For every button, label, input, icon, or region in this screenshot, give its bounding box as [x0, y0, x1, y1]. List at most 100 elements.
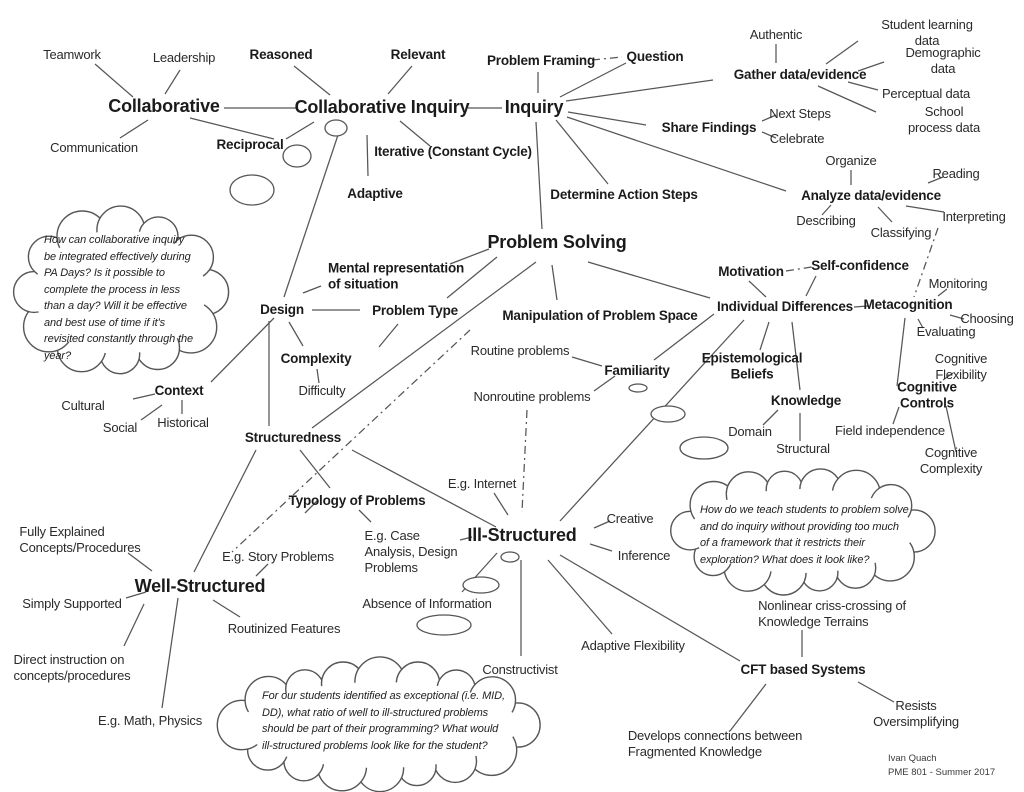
node-demographic-data: Demographic data [905, 45, 981, 76]
node-inquiry: Inquiry [504, 97, 564, 118]
connector-line [351, 449, 497, 528]
node-inference: Inference [617, 548, 671, 564]
edge-lines [94, 40, 965, 732]
connector-line [212, 599, 241, 618]
author-name: Ivan Quach [888, 753, 937, 764]
node-adaptive: Adaptive [347, 185, 403, 201]
connector-line [565, 79, 714, 102]
connector-line [896, 317, 906, 387]
node-nonroutine-problems: Nonroutine problems [473, 389, 591, 405]
connector-line [653, 313, 715, 361]
connector-line [761, 131, 777, 139]
connector-line [210, 317, 275, 383]
connector-line [927, 176, 944, 184]
node-domain: Domain [728, 424, 772, 440]
thought-cloud [216, 656, 541, 792]
connector-line [587, 261, 711, 299]
thought-cloud [670, 468, 936, 596]
node-ill-structured: Ill-Structured [467, 525, 577, 546]
node-develops-connections: Develops connections between Fragmented … [627, 728, 803, 759]
node-nonlinear-crisscrossing: Nonlinear criss-crossing of Knowledge Te… [758, 598, 906, 629]
node-social: Social [102, 420, 138, 436]
node-analyze-data-evidence: Analyze data/evidence [801, 187, 941, 203]
connector-line [949, 314, 965, 320]
connector-line [255, 563, 269, 577]
node-teamwork: Teamwork [43, 47, 101, 63]
connector-line [140, 404, 163, 421]
thought-bubble [650, 405, 686, 423]
node-context: Context [154, 382, 204, 398]
connector-line [748, 280, 767, 298]
node-knowledge: Knowledge [770, 392, 842, 408]
connector-line [387, 65, 413, 95]
node-typology-of-problems: Typology of Problems [288, 492, 426, 508]
connector-line [123, 603, 145, 647]
connector-line [593, 520, 611, 529]
connector-line [459, 536, 473, 541]
node-absence-of-information: Absence of Information [362, 596, 492, 612]
connector-line [817, 85, 877, 113]
node-gather-data-evidence: Gather data/evidence [733, 66, 867, 82]
connector-line [853, 305, 869, 308]
node-familiarity: Familiarity [604, 362, 670, 378]
connector-line [759, 321, 770, 351]
connector-line [805, 275, 817, 297]
connector-line-dashdot [231, 329, 471, 553]
node-cognitive-controls: Cognitive Controls [897, 379, 957, 411]
node-routine-problems: Routine problems [470, 343, 570, 359]
connector-line [937, 288, 948, 297]
connector-line [358, 509, 372, 523]
node-complexity: Complexity [280, 350, 352, 366]
node-reciprocal: Reciprocal [216, 136, 284, 152]
connector-line [821, 204, 832, 216]
connector-line [493, 492, 509, 516]
node-problem-framing: Problem Framing [486, 52, 596, 68]
connector-line [589, 543, 613, 552]
connector-line [132, 393, 156, 400]
node-organize: Organize [825, 153, 877, 169]
node-self-confidence: Self-confidence [811, 257, 909, 273]
node-authentic: Authentic [749, 27, 803, 43]
connector-line [892, 406, 900, 425]
thought-bubble [500, 551, 520, 563]
connector-line [905, 205, 945, 213]
connector-line [316, 368, 320, 384]
connector-line [378, 323, 399, 348]
connector-line [366, 134, 369, 177]
connector-line [559, 554, 741, 662]
connector-line [555, 119, 609, 185]
node-perceptual-data: Perceptual data [881, 86, 971, 102]
connector-line [791, 321, 801, 391]
node-eg-math-physics: E.g. Math, Physics [97, 713, 203, 729]
node-collaborative-inquiry: Collaborative Inquiry [294, 97, 470, 118]
connector-line [164, 69, 181, 95]
node-resists-oversimplifying: Resists Oversimplifying [873, 698, 959, 729]
node-design: Design [260, 301, 304, 317]
connector-line [593, 375, 616, 392]
thought-bubble [628, 383, 648, 393]
thought-bubble [416, 614, 472, 636]
thought-bubble [229, 174, 275, 206]
connector-line [535, 121, 543, 230]
connector-line [729, 683, 767, 732]
node-individual-differences: Individual Differences [717, 298, 853, 314]
node-iterative: Iterative (Constant Cycle) [374, 143, 532, 159]
connector-line [825, 40, 859, 65]
connector-line [119, 119, 149, 139]
course-info: PME 801 - Summer 2017 [888, 766, 996, 778]
connector-line [917, 318, 924, 329]
node-adaptive-flexibility: Adaptive Flexibility [581, 638, 685, 654]
node-fully-explained: Fully Explained Concepts/Procedures [19, 524, 141, 555]
node-structuredness: Structuredness [244, 429, 342, 445]
node-choosing: Choosing [960, 311, 1014, 327]
node-describing: Describing [796, 213, 856, 229]
thought-bubble [679, 436, 729, 460]
connector-line-dashdot [913, 227, 939, 298]
node-evaluating: Evaluating [916, 324, 976, 340]
node-interpreting: Interpreting [942, 209, 1006, 225]
connector-line [304, 499, 319, 514]
connector-line [193, 449, 257, 573]
node-reading: Reading [932, 166, 980, 182]
